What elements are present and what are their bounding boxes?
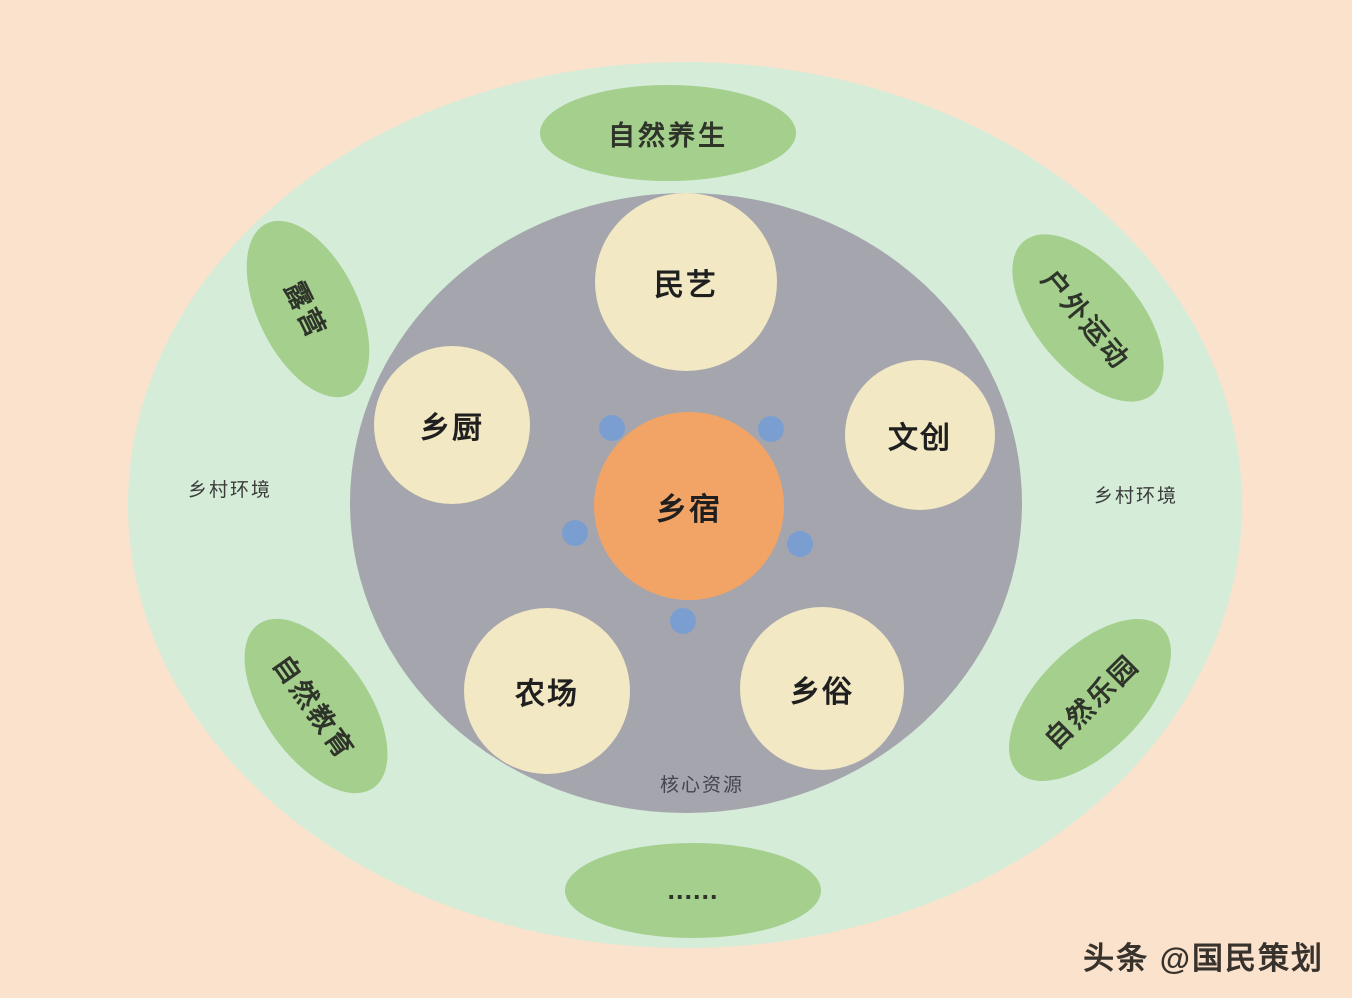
circle-folk-customs: 乡俗 (740, 607, 904, 770)
label-rural-environment-left: 乡村环境 (187, 480, 272, 501)
connector-dot (758, 416, 784, 442)
connector-dot (562, 520, 588, 546)
circle-country-kitchen-label: 乡厨 (420, 412, 484, 445)
circle-country-kitchen: 乡厨 (374, 346, 530, 504)
circle-folk-customs-label: 乡俗 (790, 675, 854, 709)
ellipse-camping-label: 露营 (279, 276, 333, 344)
ellipse-nature-wellness-label: 自然养生 (608, 120, 728, 151)
caption-core-resources: 核心资源 (659, 775, 744, 796)
connector-dot (599, 415, 625, 441)
connector-dot (670, 608, 696, 634)
circle-farm-label: 农场 (515, 678, 579, 711)
label-rural-environment-right: 乡村环境 (1093, 486, 1178, 507)
center-circle-lodging-label: 乡宿 (656, 491, 722, 527)
circle-folk-art: 民艺 (595, 193, 777, 371)
circle-folk-art-label: 民艺 (654, 269, 718, 302)
center-circle-lodging: 乡宿 (594, 412, 784, 600)
ellipse-more: ...... (565, 843, 821, 938)
ellipse-nature-wellness: 自然养生 (540, 85, 796, 181)
circle-cultural-creation: 文创 (845, 360, 995, 510)
watermark: 头条 @国民策划 (1083, 941, 1324, 976)
connector-dot (787, 531, 813, 557)
ellipse-more-label: ...... (667, 875, 719, 905)
circle-cultural-creation-label: 文创 (888, 422, 952, 455)
circle-farm: 农场 (464, 608, 630, 774)
